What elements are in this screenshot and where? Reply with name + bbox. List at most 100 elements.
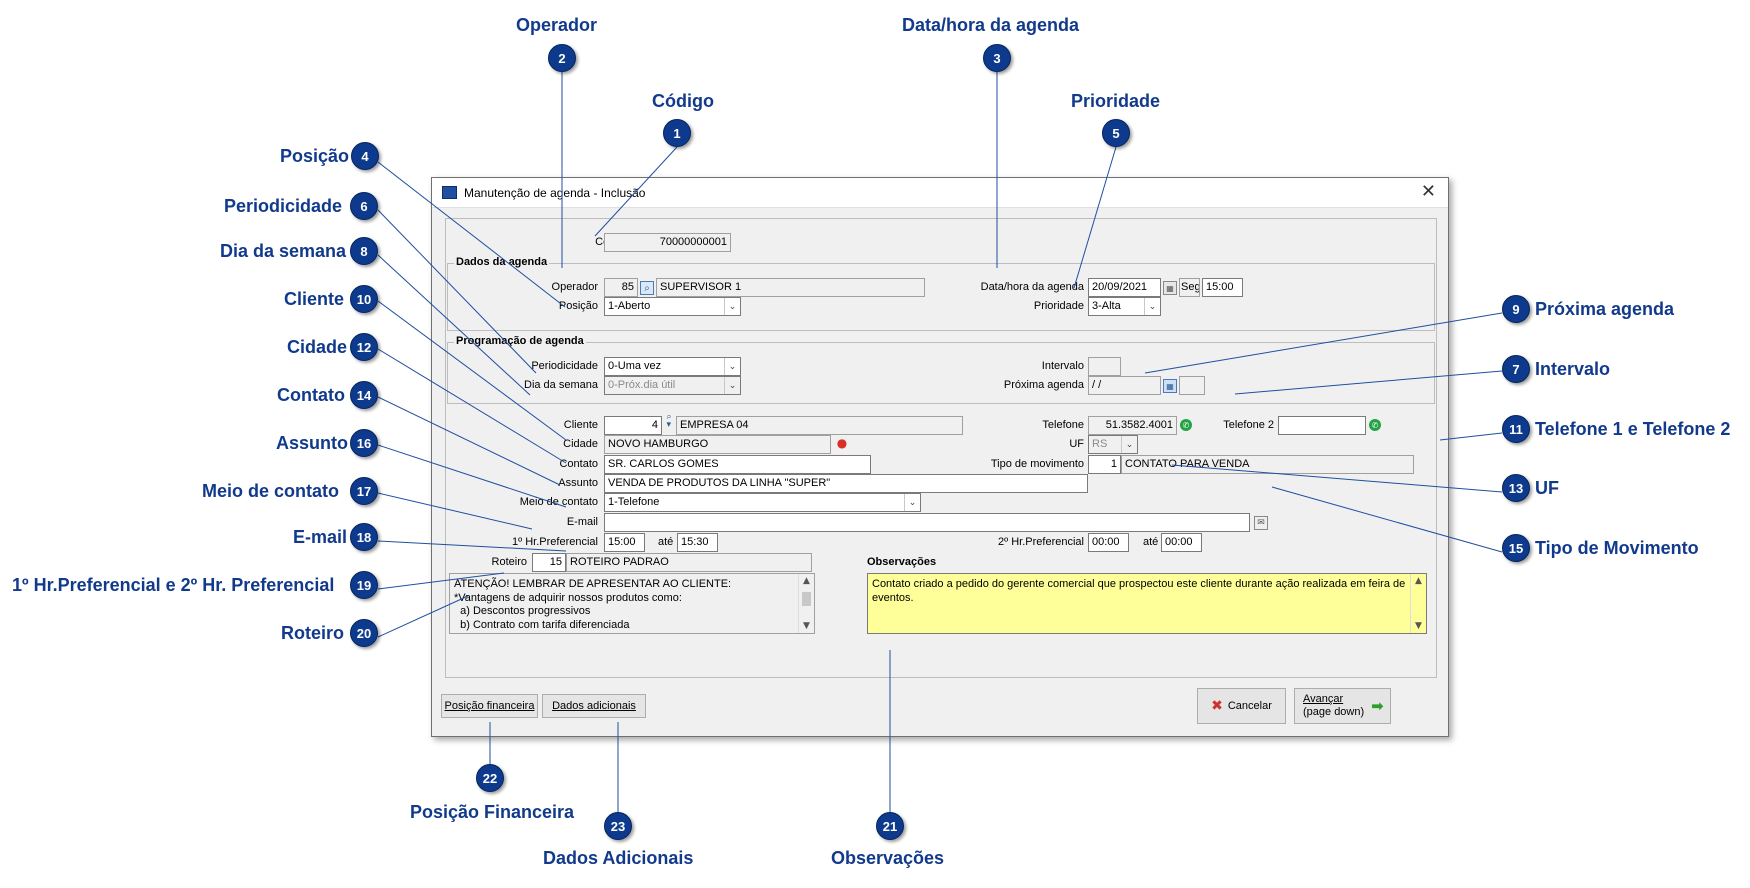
- meio-contato-label: Meio de contato: [519, 496, 598, 508]
- callout-badge-19: 19: [350, 571, 378, 599]
- operador-name-field: SUPERVISOR 1: [656, 278, 925, 297]
- proxima-date-field[interactable]: / /: [1088, 376, 1161, 395]
- codigo-field: 70000000001: [604, 233, 731, 252]
- posicao-financeira-button[interactable]: Posição financeira: [441, 694, 538, 718]
- whatsapp-icon[interactable]: ✆: [1369, 419, 1381, 431]
- callout-badge-18: 18: [350, 523, 378, 551]
- callout-label-assunto: Assunto: [276, 433, 348, 453]
- intervalo-label: Intervalo: [1041, 360, 1084, 372]
- callout-label-tipo-movimento: Tipo de Movimento: [1535, 538, 1699, 558]
- telefone-field[interactable]: 51.3582.4001: [1088, 416, 1177, 435]
- email-label: E-mail: [566, 516, 598, 528]
- assunto-field[interactable]: VENDA DE PRODUTOS DA LINHA "SUPER": [604, 474, 1088, 493]
- email-field[interactable]: [604, 513, 1250, 532]
- contato-label: Contato: [559, 458, 598, 470]
- callout-label-cliente: Cliente: [284, 289, 345, 309]
- uf-label: UF: [1069, 438, 1084, 450]
- app-icon: [442, 186, 457, 199]
- chevron-down-icon: ⌄: [904, 494, 920, 511]
- meio-contato-select[interactable]: 1-Telefone⌄: [604, 493, 921, 512]
- callout-badge-11: 11: [1502, 415, 1530, 443]
- close-icon[interactable]: ✕: [1420, 181, 1436, 202]
- callout-label-hr-preferencial: 1º Hr.Preferencial e 2º Hr. Preferencial: [12, 575, 335, 595]
- posicao-value: 1-Aberto: [608, 300, 651, 312]
- telefone2-label: Telefone 2: [1223, 419, 1274, 431]
- roteiro-line: *Vantagens de adquirir nossos produtos c…: [454, 591, 682, 604]
- hr1-label: 1º Hr.Preferencial: [512, 536, 598, 548]
- contato-field[interactable]: SR. CARLOS GOMES: [604, 455, 871, 474]
- obs-line: Contato criado a pedido do gerente comer…: [872, 578, 1406, 590]
- prioridade-select[interactable]: 3-Alta⌄: [1088, 297, 1161, 316]
- dados-adicionais-button[interactable]: Dados adicionais: [542, 694, 646, 718]
- calendar-icon[interactable]: ▦: [1163, 379, 1177, 393]
- tipo-mov-code-field[interactable]: 1: [1088, 455, 1121, 474]
- callout-label-posicao: Posição: [280, 146, 350, 166]
- roteiro-line: a) Descontos progressivos: [454, 605, 591, 617]
- observacoes-label: Observações: [867, 556, 937, 568]
- roteiro-label: Roteiro: [491, 556, 527, 568]
- tipo-mov-label: Tipo de movimento: [990, 458, 1084, 470]
- cliente-label: Cliente: [563, 419, 598, 431]
- posicao-select[interactable]: 1-Aberto⌄: [604, 297, 741, 316]
- operador-search-icon[interactable]: ⌕: [640, 281, 654, 295]
- callout-label-dia-semana: Dia da semana: [220, 241, 347, 261]
- callout-badge-23: 23: [604, 812, 632, 840]
- operador-label: Operador: [551, 281, 598, 293]
- cidade-field[interactable]: NOVO HAMBURGO: [604, 435, 831, 454]
- date-field[interactable]: 20/09/2021: [1088, 278, 1161, 297]
- callout-badge-17: 17: [350, 477, 378, 505]
- callout-badge-3: 3: [983, 44, 1011, 72]
- cancelar-button[interactable]: ✖ Cancelar: [1197, 688, 1286, 724]
- assunto-label: Assunto: [558, 477, 598, 489]
- whatsapp-icon[interactable]: ✆: [1180, 419, 1192, 431]
- avancar-button[interactable]: Avançar (page down) ➡: [1294, 688, 1391, 724]
- cliente-code-field[interactable]: 4: [604, 416, 662, 435]
- callout-badge-7: 7: [1502, 355, 1530, 383]
- hr1-to-field[interactable]: 15:30: [677, 533, 718, 552]
- callout-badge-1: 1: [663, 119, 691, 147]
- dia-semana-select[interactable]: 0-Próx.dia útil⌄: [604, 376, 741, 395]
- uf-select[interactable]: RS⌄: [1088, 435, 1138, 454]
- cliente-search-icon[interactable]: ⌕▾: [666, 412, 672, 430]
- roteiro-code-field[interactable]: 15: [532, 553, 566, 572]
- callout-label-cidade: Cidade: [287, 337, 348, 357]
- programacao-caption: Programação de agenda: [454, 335, 586, 347]
- observacoes-memo[interactable]: Contato criado a pedido do gerente comer…: [867, 573, 1427, 634]
- intervalo-field[interactable]: [1088, 357, 1121, 376]
- callout-badge-4: 4: [351, 142, 379, 170]
- time-field[interactable]: 15:00: [1202, 278, 1243, 297]
- roteiro-line: b) Contrato com tarifa diferenciada: [454, 618, 630, 631]
- callout-label-proxima-agenda: Próxima agenda: [1535, 299, 1675, 319]
- callout-label-datahora: Data/hora da agenda: [902, 15, 1080, 35]
- hr1-from-field[interactable]: 15:00: [604, 533, 645, 552]
- telefone2-field[interactable]: [1278, 416, 1366, 435]
- callout-badge-6: 6: [350, 192, 378, 220]
- proxima-time-field: [1179, 376, 1205, 395]
- callout-label-periodicidade: Periodicidade: [224, 196, 343, 216]
- chevron-down-icon: ⌄: [1121, 436, 1137, 453]
- callout-badge-15: 15: [1502, 534, 1530, 562]
- callout-badge-8: 8: [350, 237, 378, 265]
- hr2-ate-label: até: [1143, 536, 1159, 548]
- calendar-icon[interactable]: ▦: [1163, 281, 1177, 295]
- observacoes-scrollbar[interactable]: ▲▼: [1410, 574, 1426, 633]
- callout-badge-9: 9: [1502, 295, 1530, 323]
- callout-badge-12: 12: [350, 333, 378, 361]
- hr2-from-field[interactable]: 00:00: [1088, 533, 1129, 552]
- map-pin-icon[interactable]: ●: [836, 436, 848, 450]
- callout-label-observacoes: Observações: [831, 848, 945, 868]
- roteiro-name-field: ROTEIRO PADRAO: [566, 553, 812, 572]
- hr2-to-field[interactable]: 00:00: [1161, 533, 1202, 552]
- callout-badge-2: 2: [548, 44, 576, 72]
- datahora-label: Data/hora da agenda: [980, 281, 1084, 293]
- callout-badge-16: 16: [350, 429, 378, 457]
- periodicidade-select[interactable]: 0-Uma vez⌄: [604, 357, 741, 376]
- roteiro-scrollbar[interactable]: ▲▼: [798, 574, 814, 633]
- callout-label-telefones: Telefone 1 e Telefone 2: [1535, 419, 1731, 439]
- chevron-down-icon: ⌄: [724, 377, 740, 394]
- callout-label-roteiro: Roteiro: [281, 623, 344, 643]
- roteiro-memo[interactable]: ATENÇÃO! LEMBRAR DE APRESENTAR AO CLIENT…: [449, 573, 815, 634]
- operador-code-field[interactable]: 85: [604, 278, 638, 297]
- cidade-label: Cidade: [563, 438, 598, 450]
- envelope-icon[interactable]: ✉: [1254, 516, 1268, 530]
